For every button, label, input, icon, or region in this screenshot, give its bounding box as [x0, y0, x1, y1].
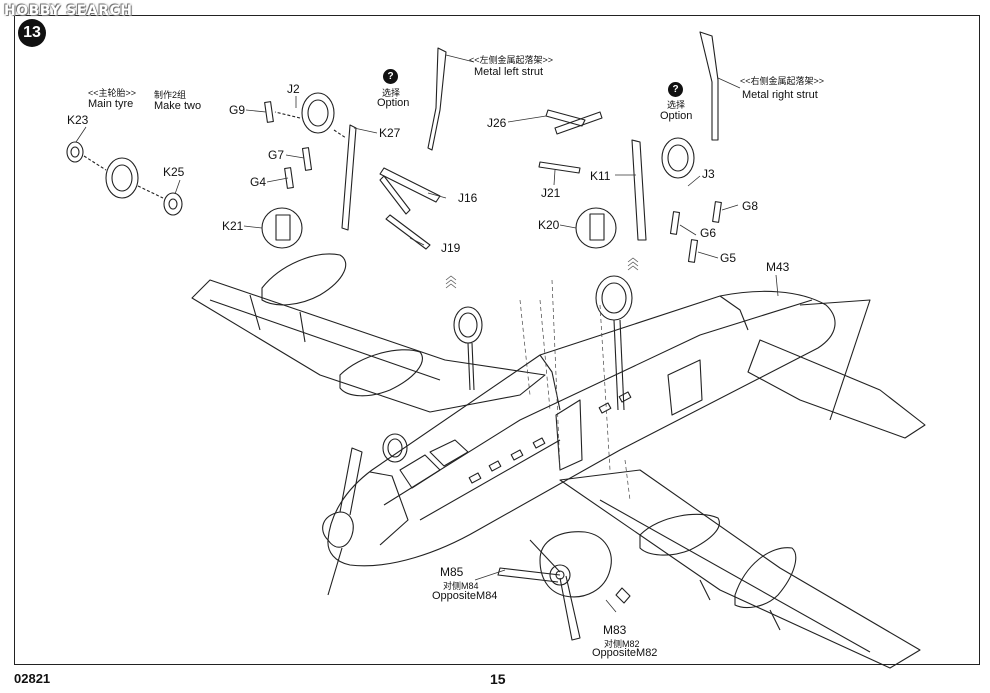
- part-label-m83: M83: [603, 623, 627, 637]
- part-j21: [538, 161, 581, 174]
- part-label-m43: M43: [766, 260, 790, 274]
- part-label-j16: J16: [458, 191, 478, 205]
- m85-opposite-cn-label: 对侧M84: [443, 581, 479, 591]
- part-label-j2: J2: [287, 82, 300, 96]
- main-tyre-cn-label: <<主轮胎>>: [88, 88, 137, 98]
- watermark-logo: HOBBY SEARCH: [4, 3, 133, 19]
- left-strut-wheel: [301, 92, 335, 134]
- part-label-j26: J26: [487, 116, 507, 130]
- m83-opposite-label: OppositeM82: [592, 647, 658, 659]
- right-metal-strut: [699, 31, 719, 141]
- make-two-cn-label: 制作2组: [154, 90, 187, 100]
- make-two-label: Make two: [154, 100, 202, 112]
- part-j16: [379, 167, 441, 203]
- m85-opposite-label: OppositeM84: [432, 590, 498, 602]
- part-label-g9: G9: [229, 103, 246, 117]
- m83-opposite-cn-label: 对侧M82: [604, 639, 640, 649]
- part-label-j3: J3: [702, 167, 715, 181]
- option-right-cn-label: 选择: [667, 100, 686, 110]
- option-left-label: Option: [377, 97, 410, 109]
- part-label-g6: G6: [700, 226, 717, 240]
- part-label-k23: K23: [67, 113, 89, 127]
- left-strut-label: Metal left strut: [474, 66, 544, 78]
- part-label-g7: G7: [268, 148, 285, 162]
- right-engine: [539, 531, 612, 598]
- right-nacelle: [734, 547, 797, 609]
- part-j26: [545, 109, 586, 127]
- left-metal-strut: [427, 47, 447, 151]
- part-label-k21: K21: [222, 219, 244, 233]
- part-j19: [385, 214, 431, 250]
- left-wing: [191, 279, 546, 413]
- part-label-m85: M85: [440, 565, 464, 579]
- right-strut-label: Metal right strut: [742, 89, 818, 101]
- hub-k25: [163, 192, 183, 216]
- part-label-g4: G4: [250, 175, 267, 189]
- option-right-label: Option: [660, 110, 693, 122]
- fuselage-outline: [327, 290, 836, 567]
- part-label-k20: K20: [538, 218, 560, 232]
- right-wing: [559, 469, 921, 669]
- tail-stabilizer: [747, 339, 926, 439]
- step-number-badge: 13: [18, 19, 46, 47]
- part-label-j19: J19: [441, 241, 461, 255]
- right-strut-wheel: [661, 137, 695, 179]
- product-code: 02821: [14, 671, 51, 686]
- right-strut-cn-label: <<右侧金属起落架>>: [740, 76, 825, 86]
- nose-spinner: [322, 511, 354, 548]
- part-label-g8: G8: [742, 199, 759, 213]
- option-left-icon: ?: [383, 69, 398, 84]
- part-label-g5: G5: [720, 251, 737, 265]
- left-nacelle: [261, 253, 347, 306]
- hub-k23: [66, 141, 84, 163]
- part-label-j21: J21: [541, 186, 561, 200]
- option-right-icon: ?: [668, 82, 683, 97]
- option-left-cn-label: 选择: [382, 88, 401, 98]
- page-number: 15: [490, 671, 506, 687]
- part-label-k25: K25: [163, 165, 185, 179]
- tyre: [105, 157, 139, 199]
- page-border: [14, 15, 980, 665]
- main-tyre-label: Main tyre: [88, 98, 134, 110]
- left-strut-cn-label: <<左侧金属起落架>>: [469, 55, 554, 65]
- part-label-k11: K11: [590, 169, 611, 183]
- part-label-k27: K27: [379, 126, 401, 140]
